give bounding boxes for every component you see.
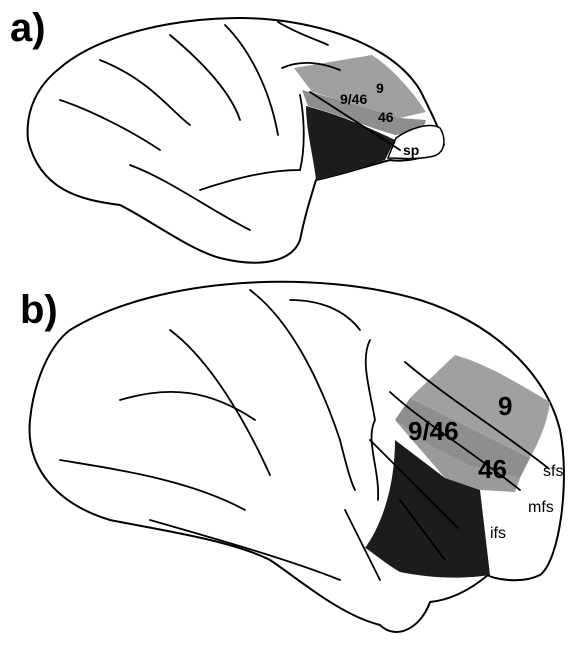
- panel-a-brain: 9 9/46 46 sp: [28, 18, 444, 263]
- panel-b-brain: 9 9/46 46 sfs mfs ifs: [30, 282, 564, 632]
- panel-b-sfs-label: sfs: [543, 463, 563, 480]
- panel-a-area-9-46-label: 9/46: [340, 91, 367, 107]
- panel-a-area-46-label: 46: [378, 109, 394, 125]
- panel-b-mfs-label: mfs: [528, 499, 554, 516]
- panel-b-area-46-label: 46: [478, 454, 507, 484]
- panel-a-area-9-label: 9: [376, 80, 384, 96]
- panel-b-area-9-label: 9: [498, 391, 512, 421]
- panel-a-sp-label: sp: [403, 142, 419, 158]
- panel-b-ifs-label: ifs: [490, 525, 506, 542]
- panel-b-area-9-46-label: 9/46: [408, 416, 459, 446]
